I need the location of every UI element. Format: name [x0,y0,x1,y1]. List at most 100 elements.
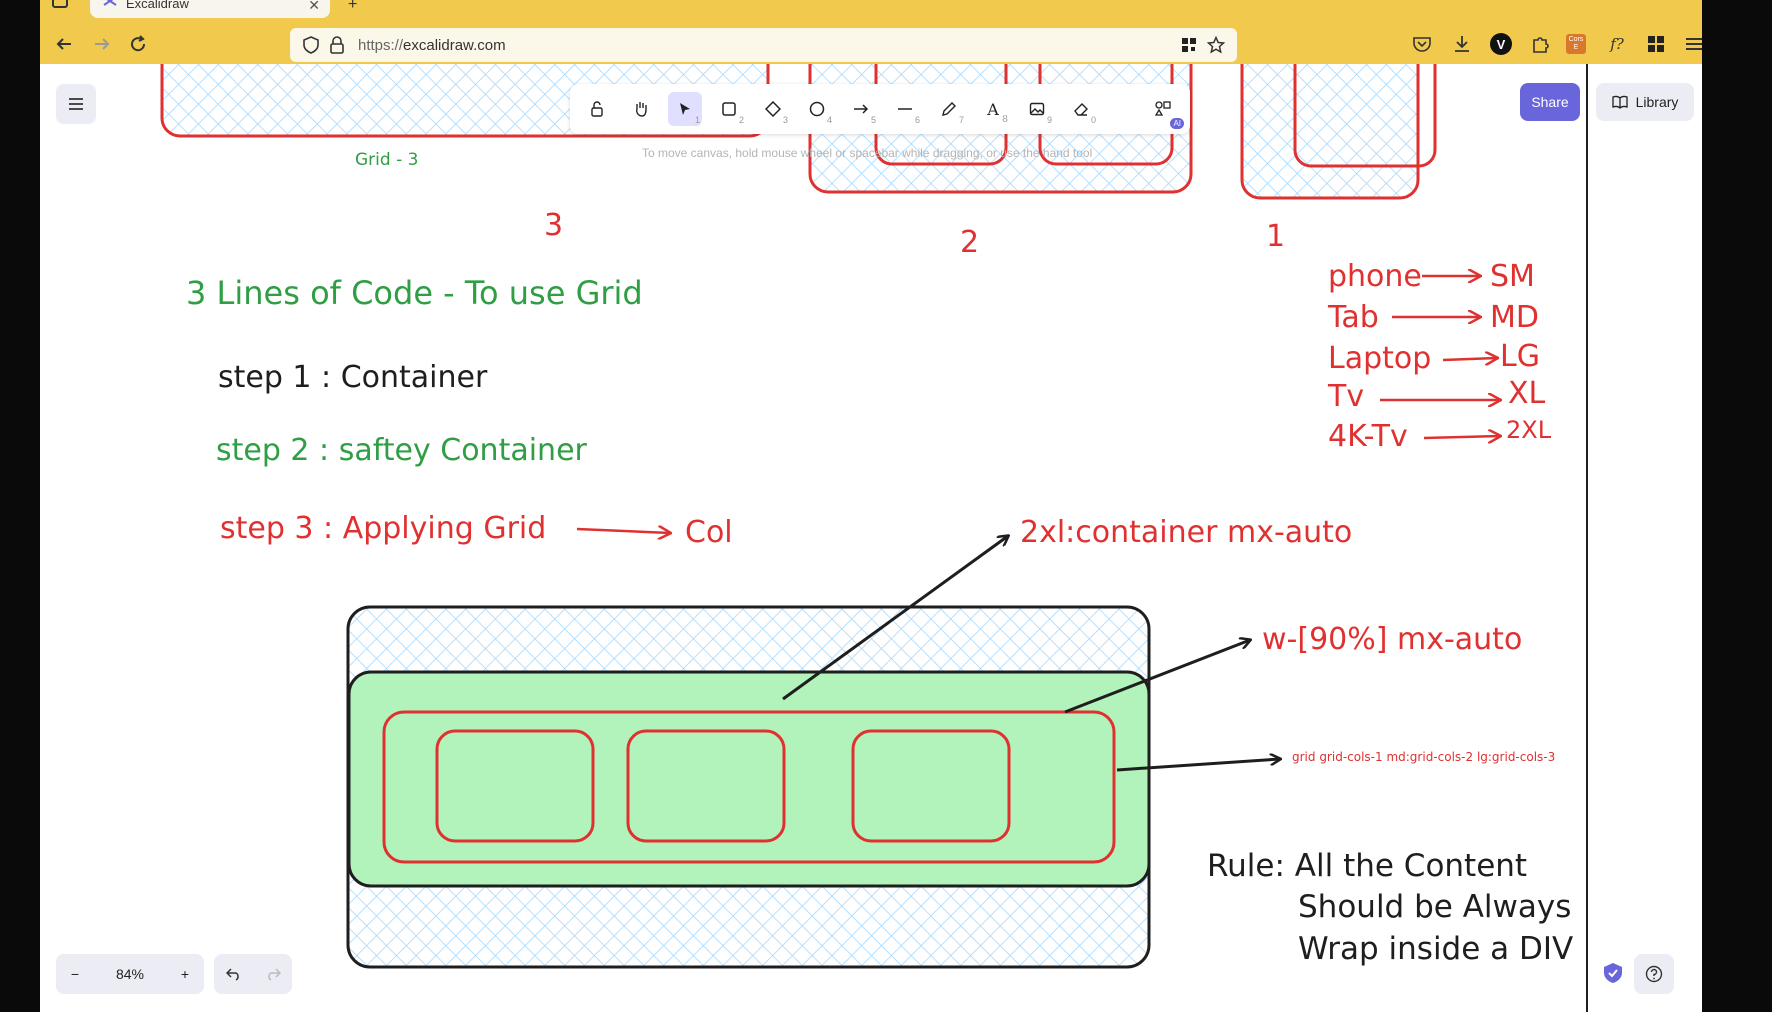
step3-arrow[interactable] [576,529,670,533]
bp-size-lg[interactable]: LG [1500,339,1540,374]
bp-device-laptop[interactable]: Laptop [1328,341,1431,376]
eraser-icon [1074,103,1088,116]
image-icon [1029,102,1045,116]
grid-heading[interactable]: 3 Lines of Code - To use Grid [186,274,643,312]
apps-icon[interactable] [1644,32,1668,56]
step1-text[interactable]: step 1 : Container [218,360,488,395]
redo-button[interactable] [253,954,292,994]
bp-device-phone[interactable]: phone [1328,259,1422,294]
bp-device-tv[interactable]: Tv [1327,379,1364,414]
width-label[interactable]: w-[90%] mx-auto [1262,622,1522,657]
number-1-label[interactable]: 1 [1266,219,1285,254]
tool-eraser[interactable]: 0 [1064,92,1098,126]
star-icon[interactable] [1207,36,1225,54]
tool-hand[interactable] [624,92,658,126]
menu-icon[interactable] [1682,32,1702,56]
bp-arrow-laptop[interactable] [1442,358,1497,360]
breakpoints-list: phone SM Tab MD Laptop LG Tv XL 4K-Tv 2X… [1327,259,1552,454]
col-text[interactable]: Col [685,515,733,550]
zoom-in-button[interactable]: + [180,966,190,982]
tool-key: 8 [1002,115,1008,125]
excalidraw-favicon-icon [103,0,117,6]
undo-redo-controls [214,954,292,994]
pocket-icon[interactable] [1410,32,1434,56]
tool-key: 6 [914,115,920,125]
library-button[interactable]: Library [1596,83,1694,121]
url-domain: excalidraw.com [403,37,506,54]
tool-diamond[interactable]: 3 [756,92,790,126]
forward-button[interactable] [88,30,116,58]
step2-text[interactable]: step 2 : saftey Container [216,433,588,468]
tab-close-icon[interactable]: ✕ [308,0,320,13]
grid-class-label[interactable]: grid grid-cols-1 md:grid-cols-2 lg:grid-… [1292,750,1555,764]
reload-button[interactable] [124,30,152,58]
tool-arrow[interactable]: 5 [844,92,878,126]
grid-col-1[interactable] [435,729,595,843]
container-diagram[interactable] [346,605,1151,969]
undo-button[interactable] [214,954,253,994]
back-button[interactable] [50,30,78,58]
encryption-shield-icon[interactable] [1602,962,1624,984]
url-prefix: https:// [358,37,404,54]
container-label[interactable]: 2xl:container mx-auto [1020,515,1352,550]
rule-line-2[interactable]: Should be Always [1298,889,1571,925]
extension-v-icon[interactable]: V [1490,33,1512,55]
bp-size-md[interactable]: MD [1490,300,1539,335]
arrow-icon [854,104,869,114]
tool-rectangle[interactable]: 2 [712,92,746,126]
tool-key: 2 [738,115,744,125]
tab-strip: Excalidraw ✕ + [40,0,1702,24]
number-2-label[interactable]: 2 [960,225,979,260]
tab-overview-icon[interactable] [52,0,68,8]
cors-icon[interactable]: Cors E [1566,34,1586,54]
zoom-level[interactable]: 84% [115,966,145,982]
grid-row[interactable] [382,710,1116,864]
grid-col-2[interactable] [626,729,786,843]
tool-selection[interactable]: 1 [668,92,702,126]
shield-icon[interactable] [302,36,320,54]
number-3-label[interactable]: 3 [544,208,563,243]
tool-ellipse[interactable]: 4 [800,92,834,126]
download-icon[interactable] [1450,32,1474,56]
bp-size-xl[interactable]: XL [1508,376,1546,411]
grid-arrow[interactable] [1116,759,1280,772]
share-button[interactable]: Share [1520,83,1580,121]
tab-excalidraw[interactable]: Excalidraw ✕ [90,0,330,18]
help-button[interactable] [1634,954,1674,994]
tool-line[interactable]: 6 [888,92,922,126]
grid-col-3[interactable] [851,729,1011,843]
puzzle-icon[interactable] [1528,32,1552,56]
function-icon[interactable]: f? [1610,35,1624,53]
bp-device-4k-tv[interactable]: 4K-Tv [1328,419,1408,454]
tool-image[interactable]: 9 [1020,92,1054,126]
tool-more[interactable]: AI [1146,92,1184,129]
container-arrow[interactable] [782,536,1008,701]
width-arrow[interactable] [1064,640,1250,714]
bp-size-sm[interactable]: SM [1490,259,1535,294]
url-bar[interactable]: https://excalidraw.com [290,28,1237,62]
back-arrow-icon [56,38,71,50]
tool-lock[interactable] [580,92,614,126]
excalidraw-canvas[interactable]: Grid - 3 3 2 1 3 Lines of Code - To use … [40,64,1702,1012]
bp-device-tab[interactable]: Tab [1327,300,1379,335]
grid-3-label[interactable]: Grid - 3 [355,150,418,170]
step3-text[interactable]: step 3 : Applying Grid [220,511,546,546]
grid-1-diagram[interactable] [1240,64,1437,200]
url-text[interactable]: https://excalidraw.com [358,37,506,54]
qr-code-icon[interactable] [1180,36,1198,54]
safety-container[interactable] [347,670,1151,888]
new-tab-icon[interactable]: + [348,0,358,13]
main-menu-button[interactable] [56,84,96,124]
tool-key: 1 [694,115,700,125]
unlock-icon [591,101,603,117]
tool-draw[interactable]: 7 [932,92,966,126]
rule-line-1[interactable]: Rule: All the Content [1207,848,1527,884]
bp-arrow-4k-tv[interactable] [1423,436,1500,438]
tool-key: 0 [1090,115,1096,125]
drawing-surface[interactable]: Grid - 3 3 2 1 3 Lines of Code - To use … [40,64,1702,1012]
zoom-out-button[interactable]: − [70,966,80,982]
rule-line-3[interactable]: Wrap inside a DIV [1298,931,1573,967]
bp-size-2xl[interactable]: 2XL [1506,416,1552,444]
lock-icon[interactable] [328,36,346,54]
